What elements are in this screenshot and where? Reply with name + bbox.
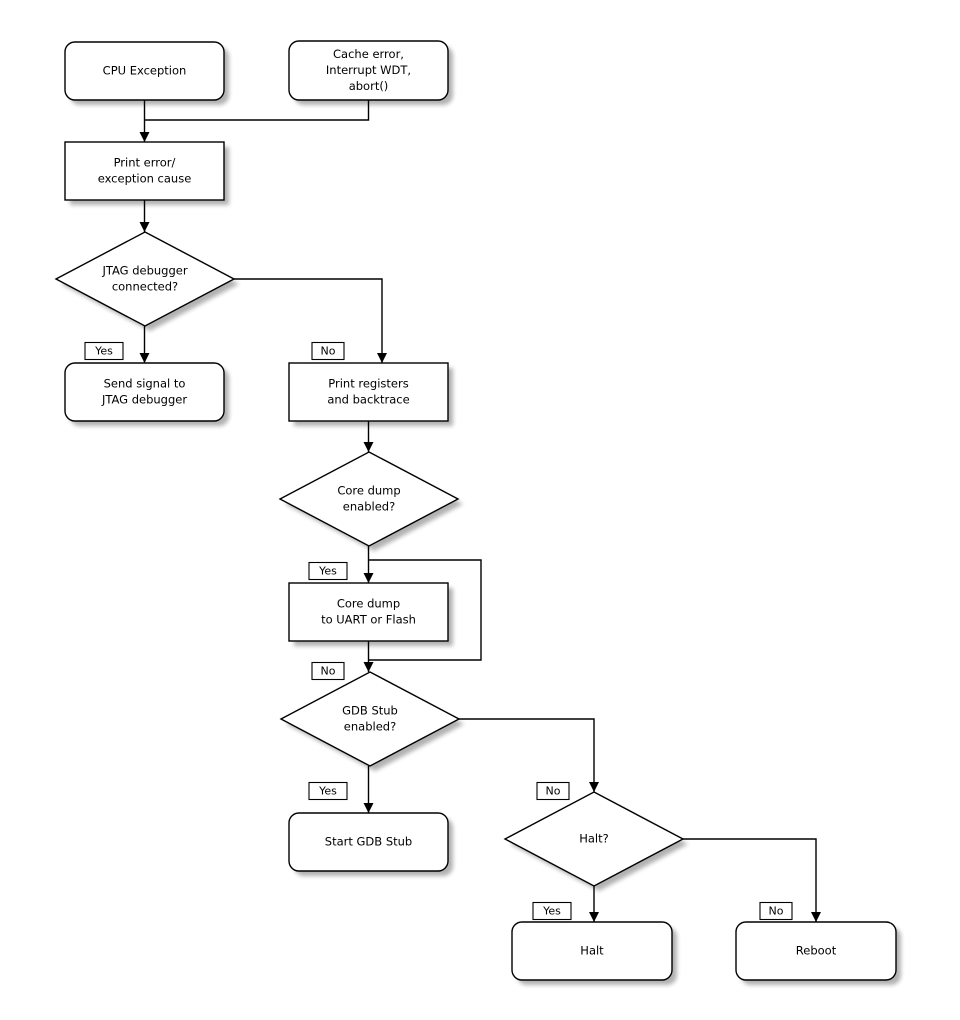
node-label-jtag-connected: JTAG debugger	[101, 264, 187, 278]
node-label-core-dump-enabled: enabled?	[343, 500, 395, 514]
node-cache-error[interactable]	[288, 40, 449, 101]
edge-label-e-halt-yes: Yes	[542, 905, 561, 918]
edge-layer	[139, 100, 821, 922]
node-label-halt-question: Halt?	[579, 832, 609, 846]
node-jtag-connected[interactable]	[54, 231, 236, 327]
arrowhead-e-halt-no	[811, 912, 821, 922]
node-label-core-dump-write: to UART or Flash	[321, 613, 416, 627]
arrowhead-e-print-to-jtag	[139, 222, 150, 232]
node-label-send-signal: JTAG debugger	[101, 393, 187, 407]
node-layer: CPU Exception Cache error, Interrupt WDT, a…	[54, 40, 897, 981]
node-label-gdb-stub-enabled: GDB Stub	[342, 704, 398, 718]
edge-label-box-e-jtag-no	[311, 341, 345, 361]
edge-label-box-e-halt-no	[759, 901, 793, 921]
node-label-cpu-exception: CPU Exception	[103, 64, 187, 78]
node-label-print-registers: Print registers	[328, 377, 408, 391]
edge-label-e-dump-yes: Yes	[318, 565, 337, 578]
node-gdb-stub-enabled[interactable]	[279, 671, 461, 767]
edge-label-box-e-jtag-yes	[84, 341, 124, 361]
node-label-print-error: Print error/	[114, 156, 176, 170]
node-start-gdb-stub[interactable]	[288, 812, 449, 872]
edge-e-jtag-no	[234, 278, 383, 363]
node-label-cache-error: Interrupt WDT,	[326, 63, 411, 77]
edge-label-e-jtag-yes: Yes	[94, 345, 113, 358]
node-label-jtag-connected: connected?	[112, 280, 178, 294]
node-print-registers[interactable]	[288, 362, 449, 422]
arrowhead-e-gdb-no	[589, 782, 599, 792]
node-core-dump-enabled[interactable]	[278, 451, 460, 547]
node-reboot[interactable]	[735, 921, 897, 981]
arrowhead-e-dump-yes	[363, 573, 374, 583]
edge-label-e-halt-no: No	[769, 905, 784, 918]
node-label-cache-error: abort()	[349, 79, 389, 93]
node-core-dump-write[interactable]	[288, 582, 449, 642]
edge-label-box-e-dump-yes	[308, 561, 348, 581]
edge-label-box-e-gdb-no	[536, 781, 570, 801]
arrowhead-e-halt-yes	[589, 912, 599, 922]
node-label-send-signal: Send signal to	[104, 377, 186, 391]
node-print-error[interactable]	[64, 141, 225, 201]
node-halt-question[interactable]	[503, 791, 685, 887]
arrowhead-e-registers-to-dump	[363, 442, 374, 452]
node-label-reboot: Reboot	[796, 944, 837, 958]
edge-label-e-dump-no: No	[321, 665, 336, 678]
node-cpu-exception[interactable]	[64, 41, 225, 101]
arrowhead-e-gdb-yes	[363, 803, 374, 813]
arrowhead-e-cpu-to-print	[139, 132, 150, 142]
edge-label-box-e-dump-no	[311, 661, 345, 681]
arrowhead-e-dumpwrite-to-gdb	[363, 662, 374, 672]
node-label-core-dump-enabled: Core dump	[337, 484, 400, 498]
node-label-core-dump-write: Core dump	[337, 597, 400, 611]
edge-e-gdb-no	[459, 718, 595, 792]
node-label-halt: Halt	[580, 944, 604, 958]
edge-label-e-jtag-no: No	[321, 345, 336, 358]
edge-label-e-gdb-no: No	[546, 785, 561, 798]
arrowhead-e-jtag-yes	[139, 353, 150, 363]
edge-e-halt-no	[683, 838, 817, 922]
edge-label-box-e-gdb-yes	[308, 781, 348, 801]
node-send-signal[interactable]	[64, 362, 225, 422]
edge-e-cache-to-print	[144, 100, 370, 121]
node-halt[interactable]	[511, 921, 673, 981]
arrowhead-e-jtag-no	[377, 353, 387, 363]
node-label-start-gdb-stub: Start GDB Stub	[325, 835, 412, 849]
node-label-print-registers: and backtrace	[327, 393, 409, 407]
node-label-gdb-stub-enabled: enabled?	[344, 720, 396, 734]
edge-label-e-gdb-yes: Yes	[318, 785, 337, 798]
node-label-print-error: exception cause	[98, 172, 192, 186]
edge-label-box-e-halt-yes	[532, 901, 572, 921]
edge-e-dump-no	[368, 559, 482, 661]
node-label-cache-error: Cache error,	[333, 47, 404, 61]
